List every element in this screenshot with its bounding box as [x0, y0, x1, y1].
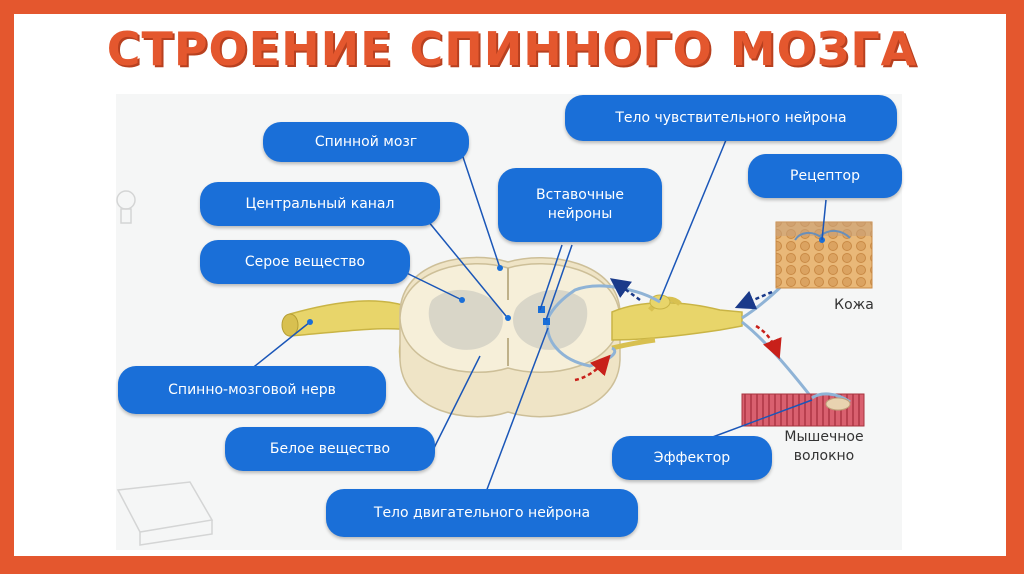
signal-arrow-in — [609, 278, 641, 302]
signal-arrow-out — [574, 354, 611, 382]
muscle-fiber-block — [741, 392, 865, 427]
signal-arrow-receptor — [734, 290, 773, 310]
label-spinal-cord: Спинной мозг — [263, 122, 469, 162]
spinal-cord-body — [399, 256, 621, 418]
label-central-canal: Центральный канал — [200, 182, 440, 226]
label-motor-neuron: Тело двигательного нейрона — [326, 489, 638, 537]
label-sensory-neuron: Тело чувствительного нейрона — [565, 95, 897, 141]
grey-matter-marker — [459, 297, 465, 303]
label-grey-matter: Серое вещество — [200, 240, 410, 284]
label-receptor: Рецептор — [748, 154, 902, 198]
slide-title: СТРОЕНИЕ СПИННОГО МОЗГА — [106, 22, 918, 76]
skin-block — [775, 221, 873, 289]
book-icon — [116, 481, 214, 546]
lightbulb-icon — [116, 190, 136, 224]
signal-arrow-effector — [755, 324, 782, 360]
label-effector: Эффектор — [612, 436, 772, 480]
label-spinal-nerve: Спинно-мозговой нерв — [118, 366, 386, 414]
cord-marker — [497, 265, 503, 271]
caption-skin: Кожа — [834, 297, 874, 313]
right-spinal-nerve — [611, 294, 743, 351]
caption-muscle-fiber: Мышечное волокно — [784, 429, 864, 464]
interneuron-dot — [543, 318, 550, 325]
nerve-marker — [307, 319, 313, 325]
label-white-matter: Белое вещество — [225, 427, 435, 471]
label-interneurons: Вставочные нейроны — [498, 168, 662, 242]
interneuron-dot — [538, 306, 545, 313]
